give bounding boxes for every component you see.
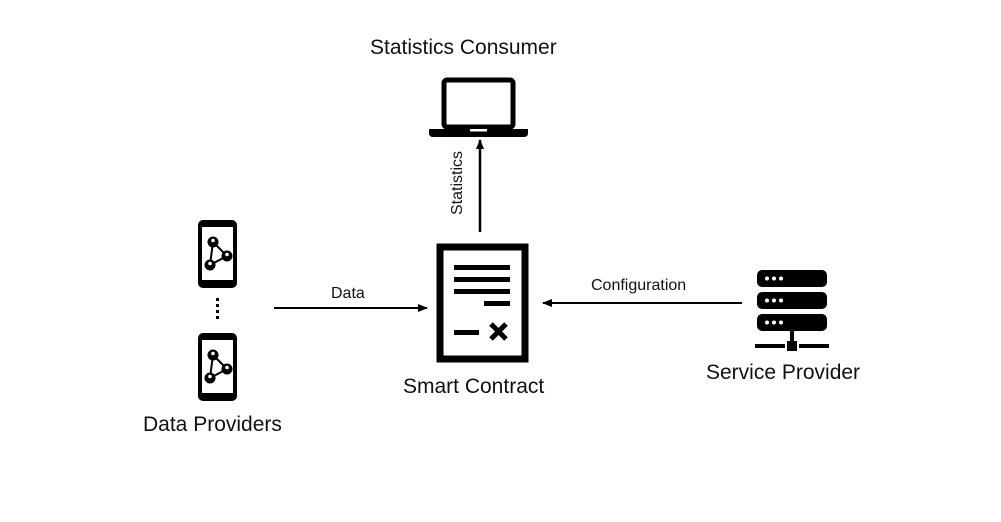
edge-label-statistics: Statistics xyxy=(449,150,466,216)
node-label-data-providers: Data Providers xyxy=(143,413,282,436)
contract-document-icon xyxy=(436,243,529,363)
smartphone-network-icon xyxy=(198,220,237,288)
node-label-statistics-consumer: Statistics Consumer xyxy=(370,36,557,59)
node-label-smart-contract: Smart Contract xyxy=(403,375,545,398)
edge-label-configuration: Configuration xyxy=(591,277,687,294)
laptop-icon xyxy=(429,77,528,137)
edge-label-data: Data xyxy=(331,285,365,302)
server-rack-icon xyxy=(755,270,829,351)
smartphone-network-icon xyxy=(198,333,237,401)
node-label-service-provider: Service Provider xyxy=(706,361,861,384)
ellipsis-dots xyxy=(216,298,219,319)
